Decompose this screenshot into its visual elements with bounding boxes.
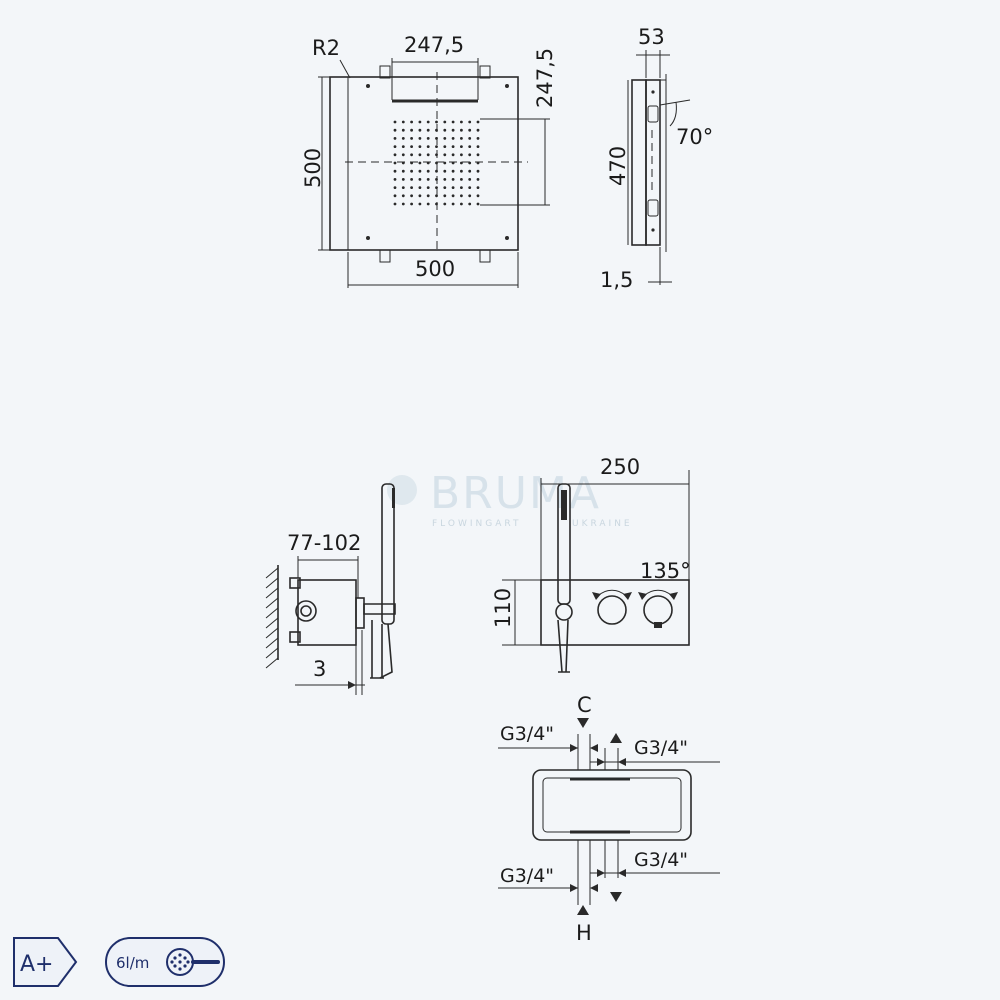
dim-width: 500 xyxy=(415,257,455,281)
mixer-knob-1 xyxy=(592,589,632,625)
thread-top-left: G3/4" xyxy=(500,723,554,745)
dim-plate: 1,5 xyxy=(600,268,633,292)
ceiling-plate xyxy=(329,76,519,251)
brand-logo-icon xyxy=(387,475,417,505)
brand-tagline: FLOWINGART xyxy=(432,519,521,529)
mixer-knob-2 xyxy=(638,589,678,628)
brand-watermark: BRUMA FLOWINGART UKRAINE xyxy=(387,468,633,529)
shower-head-front-view: R2 247,5 247,5 500 500 xyxy=(301,33,557,288)
dim-angle: 70° xyxy=(676,125,713,149)
thread-top-right: G3/4" xyxy=(634,737,688,759)
energy-class-badge: A+ xyxy=(13,937,78,987)
label-hot: H xyxy=(576,921,592,945)
connection-box-view: C G3/4" G3/4" H G3/4" G3/4" xyxy=(498,693,720,945)
flow-rate-badge: 6l/m xyxy=(105,937,225,987)
dim-depth: 53 xyxy=(638,25,665,49)
nozzle-grid xyxy=(393,120,480,206)
dim-nozzle-field: 247,5 xyxy=(533,48,557,108)
dim-wall-offset: 3 xyxy=(313,657,326,681)
mixer-front-view: 135° 250 110 xyxy=(491,455,691,673)
dim-height: 500 xyxy=(301,148,325,188)
thread-bottom-right: G3/4" xyxy=(634,849,688,871)
dim-front-height: 110 xyxy=(491,588,515,628)
dim-depth-range: 77-102 xyxy=(287,531,361,555)
mixer-side-view: 77-102 3 xyxy=(265,483,396,695)
dim-length: 470 xyxy=(606,146,630,186)
energy-class-label: A+ xyxy=(20,952,53,977)
dim-corner-radius: R2 xyxy=(312,36,340,60)
dim-front-width: 250 xyxy=(600,455,640,479)
label-cold: C xyxy=(577,693,592,717)
flow-rate-label: 6l/m xyxy=(116,954,149,972)
dim-rotation: 135° xyxy=(640,559,691,583)
shower-head-icon xyxy=(166,948,220,976)
thread-bottom-left: G3/4" xyxy=(500,865,554,887)
mixer-plate xyxy=(540,579,690,646)
brand-name: BRUMA xyxy=(430,468,601,519)
brand-region: UKRAINE xyxy=(572,519,633,529)
dim-slot-width: 247,5 xyxy=(404,33,464,57)
shower-head-side-view: 70° 53 470 1,5 xyxy=(600,25,713,292)
